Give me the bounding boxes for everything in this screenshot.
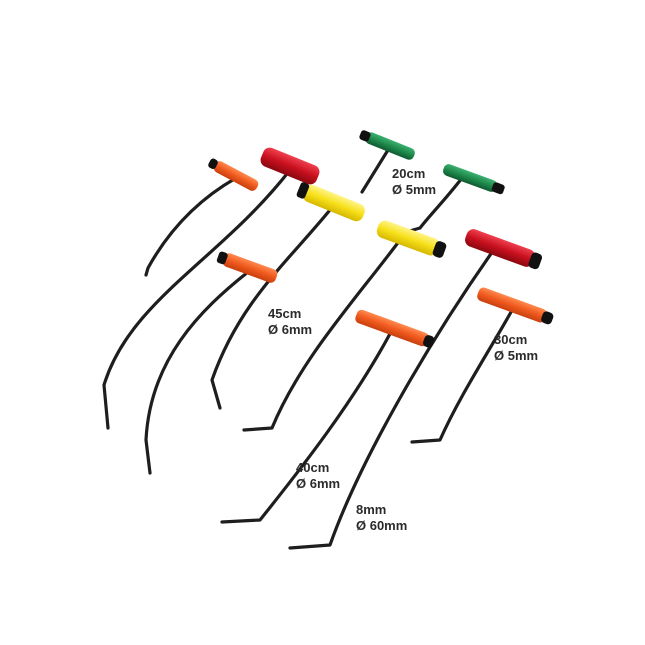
handle-red-long-icon [260, 147, 320, 185]
handle-cap [491, 182, 505, 195]
label-45cm-diameter: Ø 6mm [268, 322, 313, 337]
label-8mm-diameter: Ø 60mm [356, 518, 408, 533]
label-8mm: 8mm Ø 60mm [356, 502, 407, 534]
rod-small-orange-shaft [144, 176, 238, 277]
tool-part [208, 158, 259, 191]
handle-cap [432, 241, 447, 258]
tool-part [102, 148, 517, 550]
handle-orange-center-icon [355, 309, 429, 347]
label-20cm-length: 20cm [392, 166, 426, 181]
handle-green-2-icon [443, 164, 497, 192]
handle-yellow-2-icon [376, 220, 440, 256]
tool-part [355, 309, 435, 348]
handle-small-orange-icon [213, 161, 259, 191]
handle-orange-right-icon [477, 287, 547, 323]
rod-green-2-shaft [404, 176, 464, 234]
tool-part [216, 251, 278, 283]
handle-orange-mid-icon [222, 253, 278, 283]
tool-part [376, 220, 447, 258]
rod-green-1-shaft [360, 148, 390, 194]
tool-part [260, 147, 320, 185]
rod-yellow-1-shaft [210, 203, 336, 410]
handle-yellow-1-icon [303, 184, 365, 222]
rod-orange-center-shaft [220, 328, 394, 524]
rod-red-long-shaft [102, 168, 292, 430]
handle-cap [208, 158, 218, 170]
label-20cm: 20cm Ø 5mm [392, 166, 436, 198]
label-30cm-diameter: Ø 5mm [494, 348, 539, 363]
rod-orange-mid-shaft [144, 270, 250, 475]
handle-cap [359, 130, 371, 142]
handle-cap [541, 311, 554, 325]
handle-cap [216, 251, 228, 265]
tool-part [443, 164, 505, 195]
label-40cm: 40cm Ø 6mm [296, 460, 340, 492]
label-30cm: 30cm Ø 5mm [494, 332, 538, 364]
handle-cap [296, 182, 310, 199]
handles [208, 130, 554, 348]
label-40cm-diameter: Ø 6mm [296, 476, 341, 491]
handle-cap [528, 252, 543, 270]
handle-green-1-icon [365, 132, 415, 160]
tool-part [296, 182, 365, 222]
tool-part [359, 130, 415, 160]
label-30cm-length: 30cm [494, 332, 528, 347]
tool-part [465, 229, 543, 270]
label-45cm-length: 45cm [268, 306, 302, 321]
handle-cap [423, 335, 435, 348]
tool-part [477, 287, 554, 325]
rod-yellow-2-shaft [242, 238, 402, 432]
label-45cm: 45cm Ø 6mm [268, 306, 312, 338]
rod-red-right-shaft [288, 246, 497, 550]
label-40cm-length: 40cm [296, 460, 330, 475]
handle-red-right-icon [465, 229, 535, 267]
rod-orange-right-shaft [410, 303, 517, 444]
label-8mm-width: 8mm [356, 502, 387, 517]
label-20cm-diameter: Ø 5mm [392, 182, 437, 197]
